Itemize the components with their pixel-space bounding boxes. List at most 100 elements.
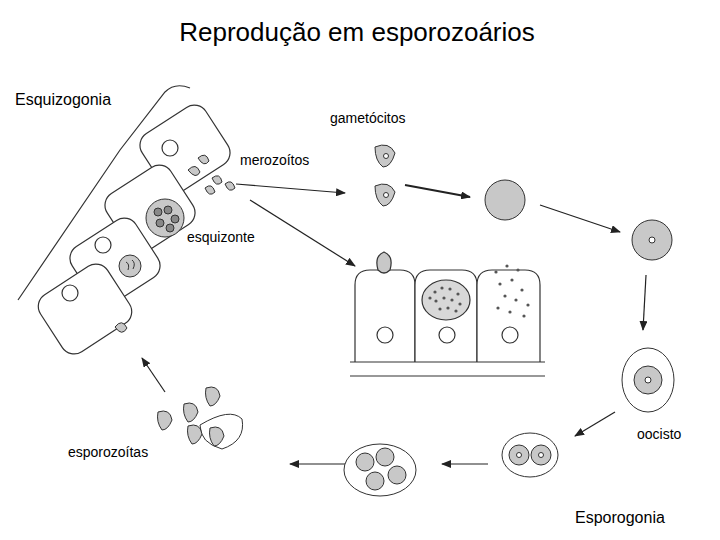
merozoite-cluster-part: [225, 182, 235, 191]
stage-label: esquizonte: [187, 230, 255, 245]
host-cells-part: [502, 327, 518, 343]
merozoite-cluster: [188, 155, 235, 194]
host-cells-part: [377, 327, 393, 343]
oocyst-stages-part: [376, 448, 394, 466]
epithelium-band-part: [33, 259, 137, 360]
oocyst-stages-part: [634, 366, 662, 394]
sporozoites-part: [200, 414, 243, 449]
merozoite-cluster-part: [198, 155, 209, 164]
cycle-arrows-part: [142, 358, 165, 392]
cycle-arrows-part: [643, 275, 646, 330]
oocyst-stages-part: [344, 444, 416, 496]
schizont-part: [171, 215, 179, 223]
schizont-part: [164, 206, 172, 214]
gametocytes: [375, 145, 672, 260]
host-cells-part-part: [440, 286, 443, 289]
host-cells-part: [477, 270, 540, 362]
epithelium-band-part: [162, 140, 178, 156]
phase-heading: Esquizogonia: [15, 91, 111, 109]
cycle-arrows-part: [236, 184, 345, 193]
oocyst-stages-part: [366, 472, 384, 490]
oocyst-stages-part: [645, 377, 651, 383]
host-cells-part: [355, 270, 415, 362]
oocyst-stages-part: [356, 453, 374, 471]
epithelium-band-part: [62, 285, 78, 301]
host-cells-part-part: [433, 290, 436, 293]
host-cells: [350, 252, 545, 376]
oocyst-stages-part: [517, 453, 522, 458]
stage-label: esporozoítas: [68, 445, 148, 460]
sporozoites-part: [206, 387, 221, 406]
schizont-part: [154, 208, 162, 216]
sporozoites-part: [158, 411, 173, 430]
host-cells-part: [415, 270, 477, 362]
merozoite-cluster-part: [188, 166, 200, 175]
merozoite-cluster-part: [205, 186, 215, 195]
sporozoites-part: [188, 425, 203, 444]
epithelium-band: [18, 86, 235, 360]
schizont-part: [126, 260, 134, 270]
gametocytes-part: [384, 193, 389, 198]
host-cells-part-part: [448, 287, 451, 290]
host-cells-part-part: [503, 294, 506, 297]
host-cells-part-part: [434, 299, 437, 302]
host-cells-part-part: [494, 270, 497, 273]
host-cells-part: [439, 327, 455, 343]
host-cells-part-part: [526, 303, 529, 306]
host-cells-part-part: [438, 307, 441, 310]
host-cells-part: [350, 361, 545, 362]
host-cells-part-part: [428, 296, 431, 299]
schizont-part: [166, 224, 174, 232]
cycle-arrows-part: [290, 463, 345, 464]
host-cells-part-part: [516, 268, 519, 271]
gametocytes-part: [632, 220, 672, 260]
host-cells-part-part: [454, 309, 457, 312]
gametocytes-part: [384, 154, 389, 159]
sporozoites: [158, 387, 243, 449]
host-cells-part-part: [458, 302, 461, 305]
cycle-arrows-part: [250, 200, 355, 266]
host-cells-part: [422, 280, 470, 320]
stage-label: merozoítos: [240, 153, 309, 168]
gametocytes-part: [375, 145, 395, 167]
oocyst-stages-part: [502, 433, 558, 477]
cycle-arrows-part: [405, 185, 470, 197]
oocyst-stages-part: [539, 453, 544, 458]
cycle-arrows: [142, 184, 646, 464]
cycle-arrows-part: [540, 205, 620, 232]
stage-label: oocisto: [637, 427, 681, 442]
host-cells-part-part: [505, 264, 508, 267]
host-cells-part-part: [446, 306, 449, 309]
sporozoites-part: [210, 427, 225, 446]
oocyst-stages-part: [622, 348, 674, 412]
oocyst-stages-part: [531, 445, 551, 465]
gametocytes-part: [375, 184, 395, 206]
host-cells-part-part: [522, 314, 525, 317]
oocyst-stages-part: [509, 445, 529, 465]
cycle-arrows-part: [575, 412, 615, 436]
cycle-arrows-part: [442, 463, 488, 464]
host-cells-part-part: [508, 310, 511, 313]
host-cells-part-part: [510, 278, 513, 281]
schizont-part: [156, 219, 164, 227]
phase-heading: Esporogonia: [575, 509, 665, 527]
sporozoites-part: [184, 403, 199, 422]
host-cells-part-part: [514, 298, 517, 301]
merozoite-cluster-part: [212, 176, 222, 185]
host-cells-part-part: [498, 282, 501, 285]
schizont: [115, 199, 184, 332]
host-cells-part: [377, 252, 391, 273]
oocyst-stages-part: [388, 466, 406, 484]
gametocytes-part: [485, 180, 525, 220]
host-cells-part-part: [496, 306, 499, 309]
host-cells-part-part: [450, 298, 453, 301]
gametocytes-part: [649, 237, 655, 243]
oocyst-stages: [344, 348, 674, 496]
schizont-part: [119, 255, 141, 277]
stage-label: gametócitos: [330, 111, 405, 126]
epithelium-band-part: [95, 237, 111, 253]
host-cells-part-part: [456, 292, 459, 295]
diagram-title: Reprodução em esporozoários: [0, 18, 714, 47]
host-cells-part: [350, 375, 545, 376]
